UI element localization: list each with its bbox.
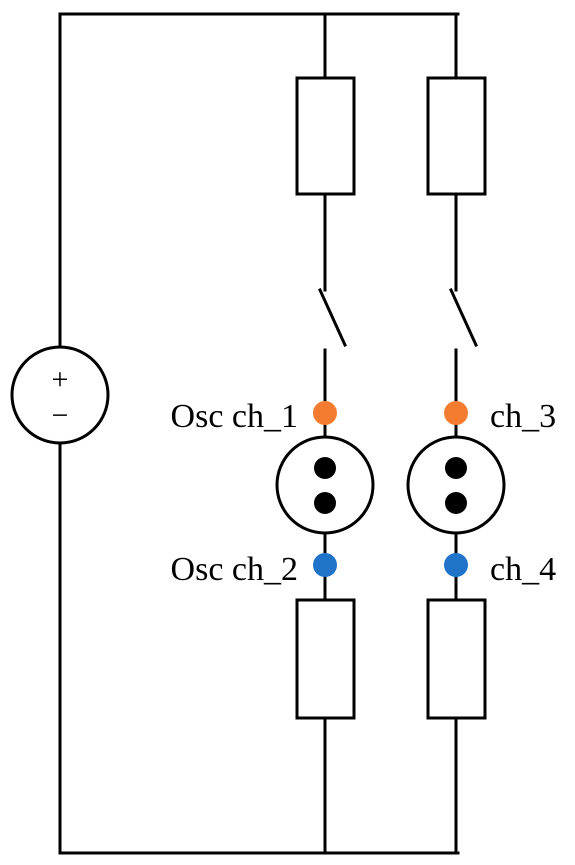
- branch-1: [275, 12, 375, 855]
- probe-ch3-dot: [444, 401, 468, 425]
- voltage-source-plus: +: [52, 363, 69, 396]
- probe-ch3-label: ch_3: [490, 398, 556, 435]
- voltage-source-minus: −: [52, 399, 69, 432]
- branch-1-switch: [318, 288, 347, 347]
- branch-2-lamp-dot-top: [445, 457, 467, 479]
- branch-1-upper-resistor: [295, 76, 356, 196]
- branch-1-lamp-dot-bottom: [314, 492, 336, 514]
- probe-ch4-dot: [444, 553, 468, 577]
- probe-ch2-label: Osc ch_2: [171, 551, 298, 588]
- branch-1-lower-resistor: [295, 598, 356, 720]
- probe-ch4-label: ch_4: [490, 551, 556, 588]
- probe-ch1-dot: [313, 401, 337, 425]
- voltage-source: + −: [10, 345, 110, 445]
- branch-2-lamp-dot-bottom: [445, 492, 467, 514]
- branch-2-lamp: [406, 435, 506, 535]
- branch-1-lamp: [275, 435, 375, 535]
- branch-1-lamp-dot-top: [314, 457, 336, 479]
- voltage-source-circle: [10, 345, 110, 445]
- probe-ch1-label: Osc ch_1: [171, 398, 298, 435]
- probe-ch2-dot: [313, 553, 337, 577]
- branch-2: [406, 12, 506, 855]
- branch-2-upper-resistor: [426, 76, 487, 196]
- branch-2-lower-resistor: [426, 598, 487, 720]
- branch-2-switch: [449, 288, 478, 347]
